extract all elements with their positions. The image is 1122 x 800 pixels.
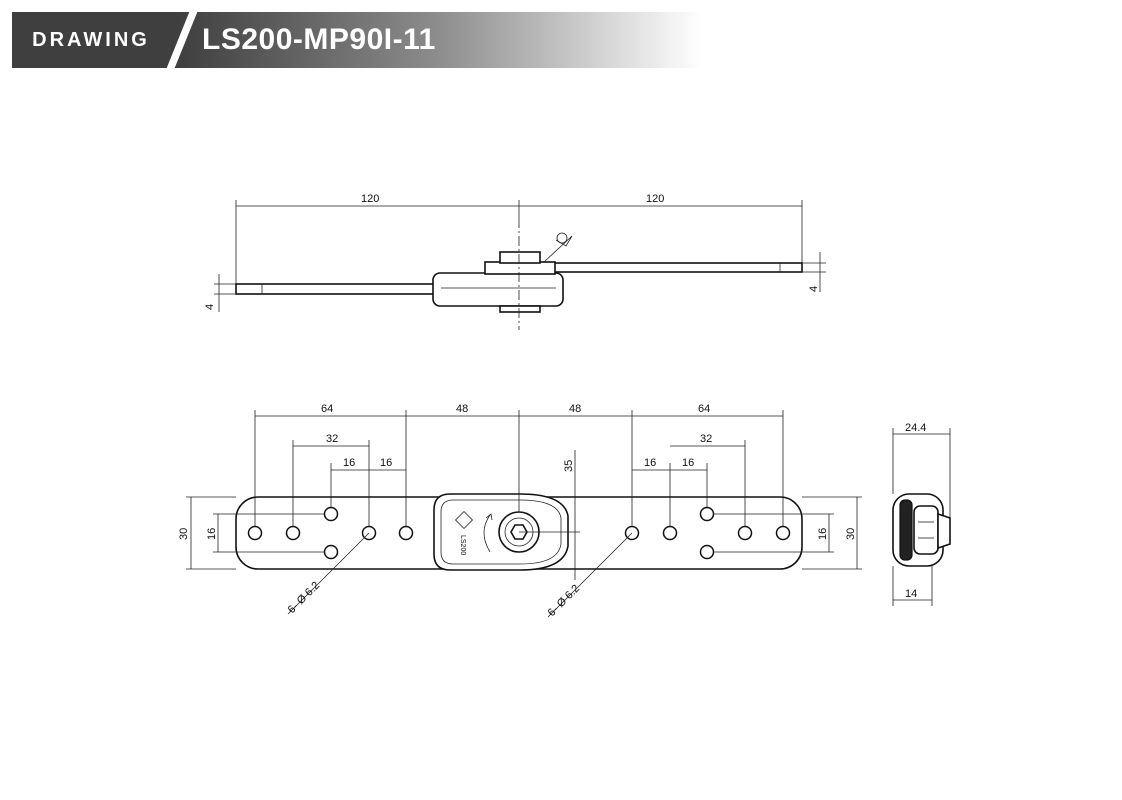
side-right-arm <box>539 262 803 273</box>
dim-height-right: 30 <box>845 528 857 540</box>
front-hub-inner <box>440 499 562 565</box>
leader-line <box>287 532 370 615</box>
side-view: 120 120 4 4 <box>204 193 826 330</box>
hex-socket <box>510 524 528 540</box>
dim-inner-right: 48 <box>569 403 581 415</box>
title-banner: DRAWING LS200-MP90I-11 <box>12 12 702 68</box>
mount-hole <box>662 525 678 541</box>
dim-height-left: 30 <box>178 528 190 540</box>
mount-hole <box>323 544 339 560</box>
dim-hole-spacing-right: 16 <box>817 528 829 540</box>
dim-pair-right: 32 <box>700 433 712 445</box>
mount-hole <box>737 525 753 541</box>
dim-left-length: 120 <box>361 193 379 205</box>
dim-outer-left: 64 <box>321 403 333 415</box>
hub-marking: LS200 <box>459 535 466 555</box>
dim-pair-left: 32 <box>326 433 338 445</box>
side-hub-bottom <box>499 305 541 313</box>
mount-hole <box>285 525 301 541</box>
dim-left-thickness: 4 <box>204 304 216 310</box>
dim-outer-right: 64 <box>698 403 710 415</box>
side-left-arm <box>235 283 443 295</box>
mount-hole <box>775 525 791 541</box>
part-number-title: LS200-MP90I-11 <box>202 23 436 56</box>
end-hub <box>913 505 939 555</box>
dim-depth: 14 <box>905 588 917 600</box>
mount-hole <box>398 525 414 541</box>
mount-hole <box>323 506 339 522</box>
front-view: LS200 64 48 48 <box>178 403 862 619</box>
hole-callout-left: 6- Ø 6.2 <box>286 580 323 617</box>
surface-finish-circle <box>556 232 568 244</box>
drawing-label: DRAWING <box>32 29 150 51</box>
end-view: 24.4 14 <box>892 422 951 606</box>
end-arm-section <box>899 499 913 561</box>
dim-step-left-1: 16 <box>343 457 355 469</box>
dim-right-thickness: 4 <box>808 286 820 292</box>
leader-line <box>547 532 633 618</box>
end-knob <box>937 512 951 550</box>
dim-step-right-2: 16 <box>682 457 694 469</box>
mount-hole <box>699 506 715 522</box>
dim-hole-spacing-left: 16 <box>206 528 218 540</box>
side-hub-knob <box>499 251 541 264</box>
dim-step-right-1: 16 <box>644 457 656 469</box>
dim-step-left-2: 16 <box>380 457 392 469</box>
rotation-arrow-icon <box>483 513 493 553</box>
brand-logo-icon <box>454 510 474 530</box>
dim-inner-left: 48 <box>456 403 468 415</box>
dim-offset-height: 35 <box>563 460 575 472</box>
dim-width: 24.4 <box>905 422 926 434</box>
mount-hole <box>699 544 715 560</box>
mount-hole <box>247 525 263 541</box>
side-hub-body <box>432 272 564 307</box>
surface-finish-mark <box>543 235 573 263</box>
dim-right-length: 120 <box>646 193 664 205</box>
hole-callout-right: 6- Ø 6.2 <box>546 583 583 620</box>
